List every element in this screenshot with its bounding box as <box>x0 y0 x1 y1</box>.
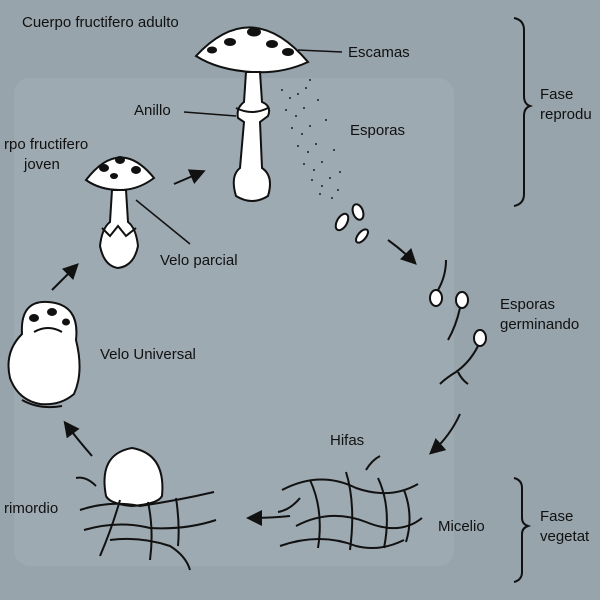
leader-lines <box>135 49 343 245</box>
phase-brackets <box>513 17 534 583</box>
arrow-primordium-to-veil <box>63 420 93 457</box>
label-phase-vegetative-line2: vegetat <box>540 528 590 545</box>
label-phase-vegetative-line1: Fase <box>540 508 574 525</box>
arrow-mycelium-to-primordium <box>246 509 291 526</box>
label-young-body-line2: joven <box>24 156 60 173</box>
label-hyphae: Hifas <box>330 432 365 449</box>
adult-mushroom <box>194 26 310 202</box>
spore-cloud <box>281 79 341 199</box>
young-mushroom <box>84 156 156 270</box>
label-partial-veil: Velo parcial <box>160 252 238 269</box>
label-phase-reproductive-line2: reprodu <box>540 106 592 123</box>
label-spores: Esporas <box>350 122 406 139</box>
label-phase-reproductive-line1: Fase <box>540 86 574 103</box>
label-primordium: rimordio <box>4 500 59 517</box>
lifecycle-arrows <box>51 169 461 526</box>
label-ring: Anillo <box>134 102 171 119</box>
label-universal-veil: Velo Universal <box>100 346 196 363</box>
arrow-veil-to-young <box>51 263 79 291</box>
arrow-young-to-adult <box>173 169 206 185</box>
universal-veil-mushroom <box>7 300 81 409</box>
label-scales: Escamas <box>348 44 410 61</box>
arrow-spores-to-germinating <box>387 239 417 265</box>
label-mycelium: Micelio <box>438 518 485 535</box>
arrow-germinating-to-hyphae <box>429 413 461 455</box>
mycelium <box>277 455 423 551</box>
primordium <box>75 446 217 571</box>
label-germinating-line2: germinando <box>500 316 580 333</box>
label-adult-fruiting-body: Cuerpo fructifero adulto <box>22 14 179 31</box>
label-germinating-line1: Esporas <box>500 296 556 313</box>
label-young-body-line1: rpo fructifero <box>4 136 89 153</box>
loose-spores <box>334 203 369 244</box>
germinating-spores <box>429 259 487 385</box>
